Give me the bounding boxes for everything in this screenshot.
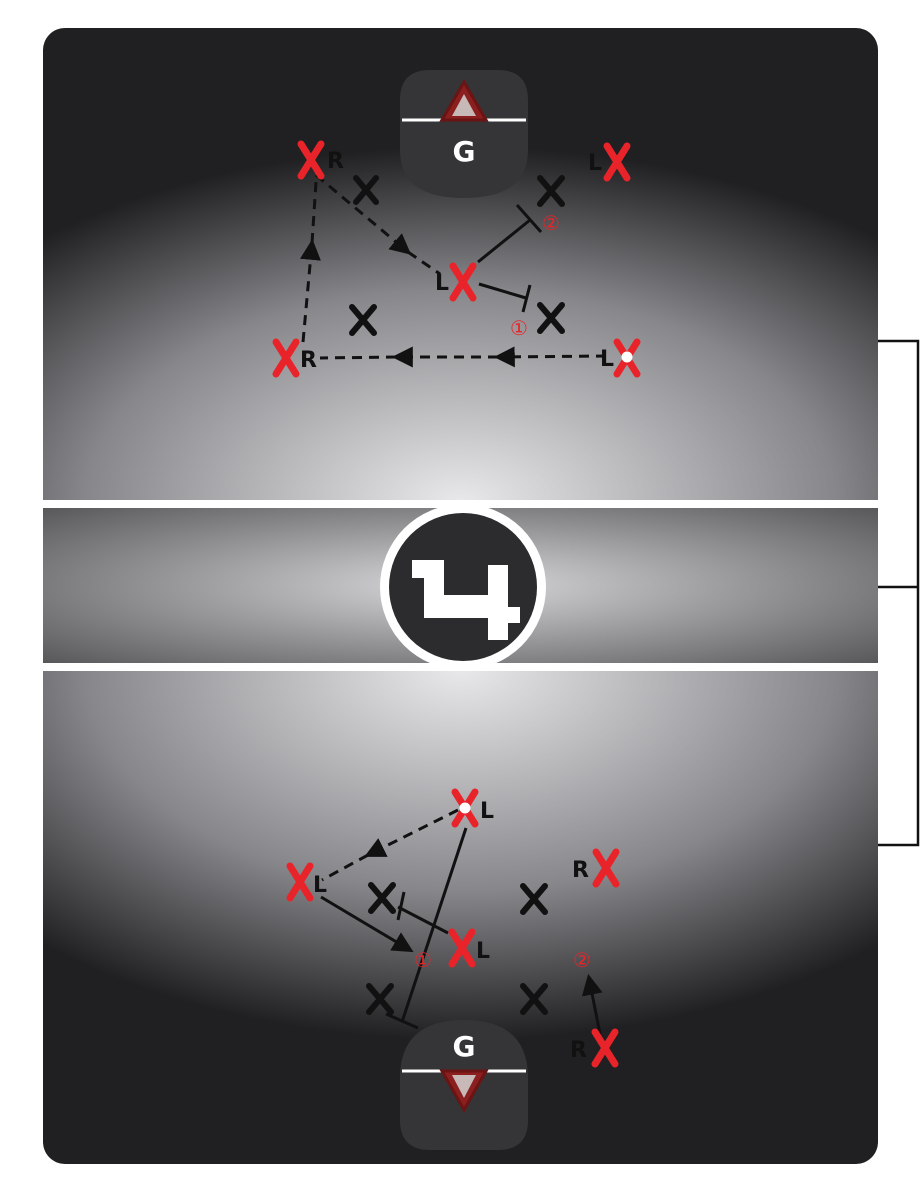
attacker-label: L <box>600 347 614 372</box>
pick-bar <box>515 204 543 233</box>
attacker-label: L <box>476 939 490 964</box>
side-bracket <box>878 339 920 847</box>
dashed-cut-arrow <box>315 173 412 255</box>
attacker-label: L <box>480 799 494 824</box>
defender-marker <box>366 983 394 1015</box>
bottom-goal-crease: G <box>400 1020 528 1150</box>
lf-logo-icon <box>380 504 546 670</box>
attacker-label: L <box>313 873 327 898</box>
attacker-label: R <box>572 858 589 883</box>
attacker-label: L <box>588 151 602 176</box>
dashed-pass-line <box>321 853 369 882</box>
attacker-label: R <box>570 1038 587 1063</box>
defender-marker <box>520 883 548 915</box>
defender-marker <box>368 882 396 914</box>
dashed-cut-line <box>407 250 441 276</box>
bottom-half-play: G L L L R R <box>286 788 620 1150</box>
defender-marker <box>353 175 379 205</box>
dashed-pass-line <box>319 355 397 360</box>
attacker-marker <box>449 262 477 302</box>
attacker-label: R <box>327 149 344 174</box>
top-pick-lines <box>477 204 543 313</box>
bottom-goalie-label: G <box>453 1030 476 1063</box>
top-goalie-label: G <box>453 135 476 168</box>
restraining-line-top <box>43 500 878 508</box>
attacker-marker <box>286 862 314 902</box>
pick-line <box>478 282 527 300</box>
attacker-marker <box>448 928 476 968</box>
pick-number: ① <box>414 948 432 972</box>
pick-line <box>477 218 531 264</box>
pick-line <box>397 905 449 935</box>
attacker-marker <box>297 140 325 180</box>
dashed-pass-arrow <box>493 346 607 368</box>
ball-icon <box>621 351 633 363</box>
pick-bar <box>385 1012 419 1030</box>
attacker-marker <box>592 848 620 888</box>
pick-number: ① <box>510 316 528 340</box>
pick-number: ② <box>573 948 591 972</box>
pick-number: ② <box>542 211 560 235</box>
attacker-marker <box>591 1028 619 1068</box>
defender-marker <box>537 175 565 207</box>
cut-arrow <box>320 895 414 953</box>
defender-marker <box>537 302 565 334</box>
defender-marker <box>520 983 548 1015</box>
top-movement-lines <box>300 173 607 368</box>
attacker-label: L <box>435 271 449 296</box>
pick-bar <box>396 891 406 921</box>
attacker-label: R <box>300 348 317 373</box>
attacker-marker <box>272 338 300 378</box>
cut-arrow <box>581 973 603 1035</box>
top-goal-crease: G <box>400 70 528 198</box>
defender-marker <box>349 304 377 336</box>
top-half-play: G <box>272 70 641 378</box>
ball-icon <box>459 802 471 814</box>
pick-bar <box>521 284 532 313</box>
attacker-marker <box>603 142 631 182</box>
